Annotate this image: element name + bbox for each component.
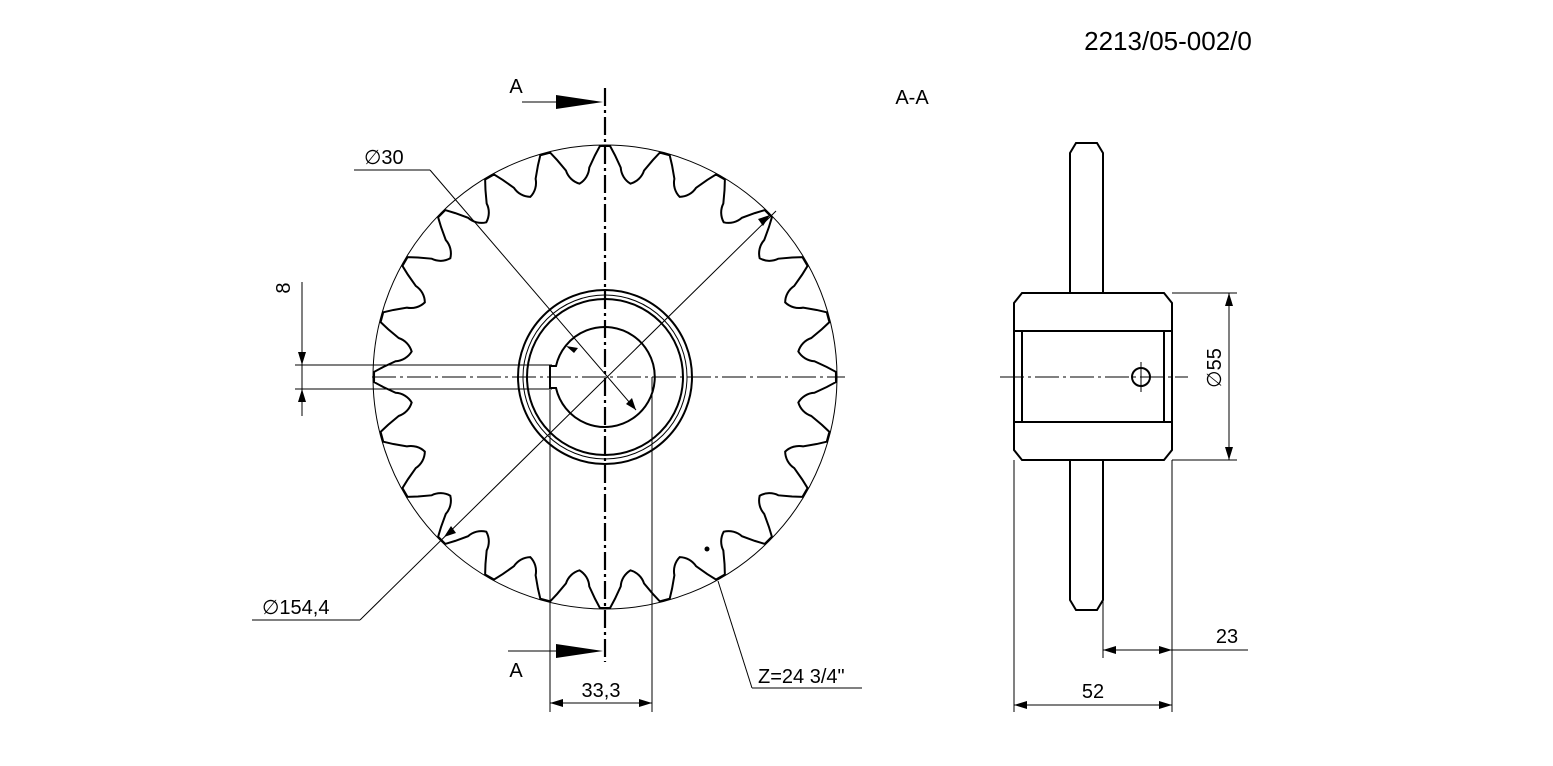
hub-upper-wall bbox=[1013, 292, 1173, 332]
plate-top-section bbox=[1069, 142, 1104, 293]
teeth-spec-label: Z=24 3/4" bbox=[758, 666, 845, 688]
hub-length-label: 52 bbox=[1082, 681, 1104, 703]
teeth-spec-annotation: Z=24 3/4" bbox=[704, 546, 862, 689]
hub-outer-diameter-label: ∅55 bbox=[1204, 348, 1226, 388]
hub-length-dimension: 52 bbox=[1013, 460, 1172, 712]
tooth-offset-label: 23 bbox=[1216, 626, 1238, 648]
bore-diameter-dimension: ∅30 bbox=[354, 147, 637, 411]
hub-outer-diameter-dimension: ∅55 bbox=[1172, 292, 1237, 461]
bore-diameter-label: ∅30 bbox=[364, 147, 404, 169]
keyway-width-dimension: 8 bbox=[273, 282, 552, 416]
section-arrow-bottom: A bbox=[508, 644, 603, 682]
hub-diameter-dimension: 33,3 bbox=[549, 377, 653, 712]
outer-diameter-dimension: ∅154,4 bbox=[252, 210, 777, 621]
outer-diameter-label: ∅154,4 bbox=[262, 597, 329, 619]
section-arrow-top: A bbox=[509, 76, 603, 109]
keyway-width-label: 8 bbox=[273, 282, 295, 293]
cut-marker-top: A bbox=[509, 76, 523, 98]
sprocket-tooth-profile bbox=[373, 145, 837, 609]
section-label: A-A bbox=[895, 87, 929, 109]
section-view bbox=[1000, 142, 1188, 611]
plate-bottom-section bbox=[1069, 460, 1104, 611]
cut-marker-bottom: A bbox=[509, 660, 523, 682]
hub-lower-wall bbox=[1013, 421, 1173, 461]
tooth-offset-dimension: 23 bbox=[1102, 460, 1248, 712]
hub-diameter-label: 33,3 bbox=[582, 680, 621, 702]
bore-with-keyway bbox=[549, 326, 656, 428]
drawing-number: 2213/05-002/0 bbox=[1084, 26, 1252, 56]
